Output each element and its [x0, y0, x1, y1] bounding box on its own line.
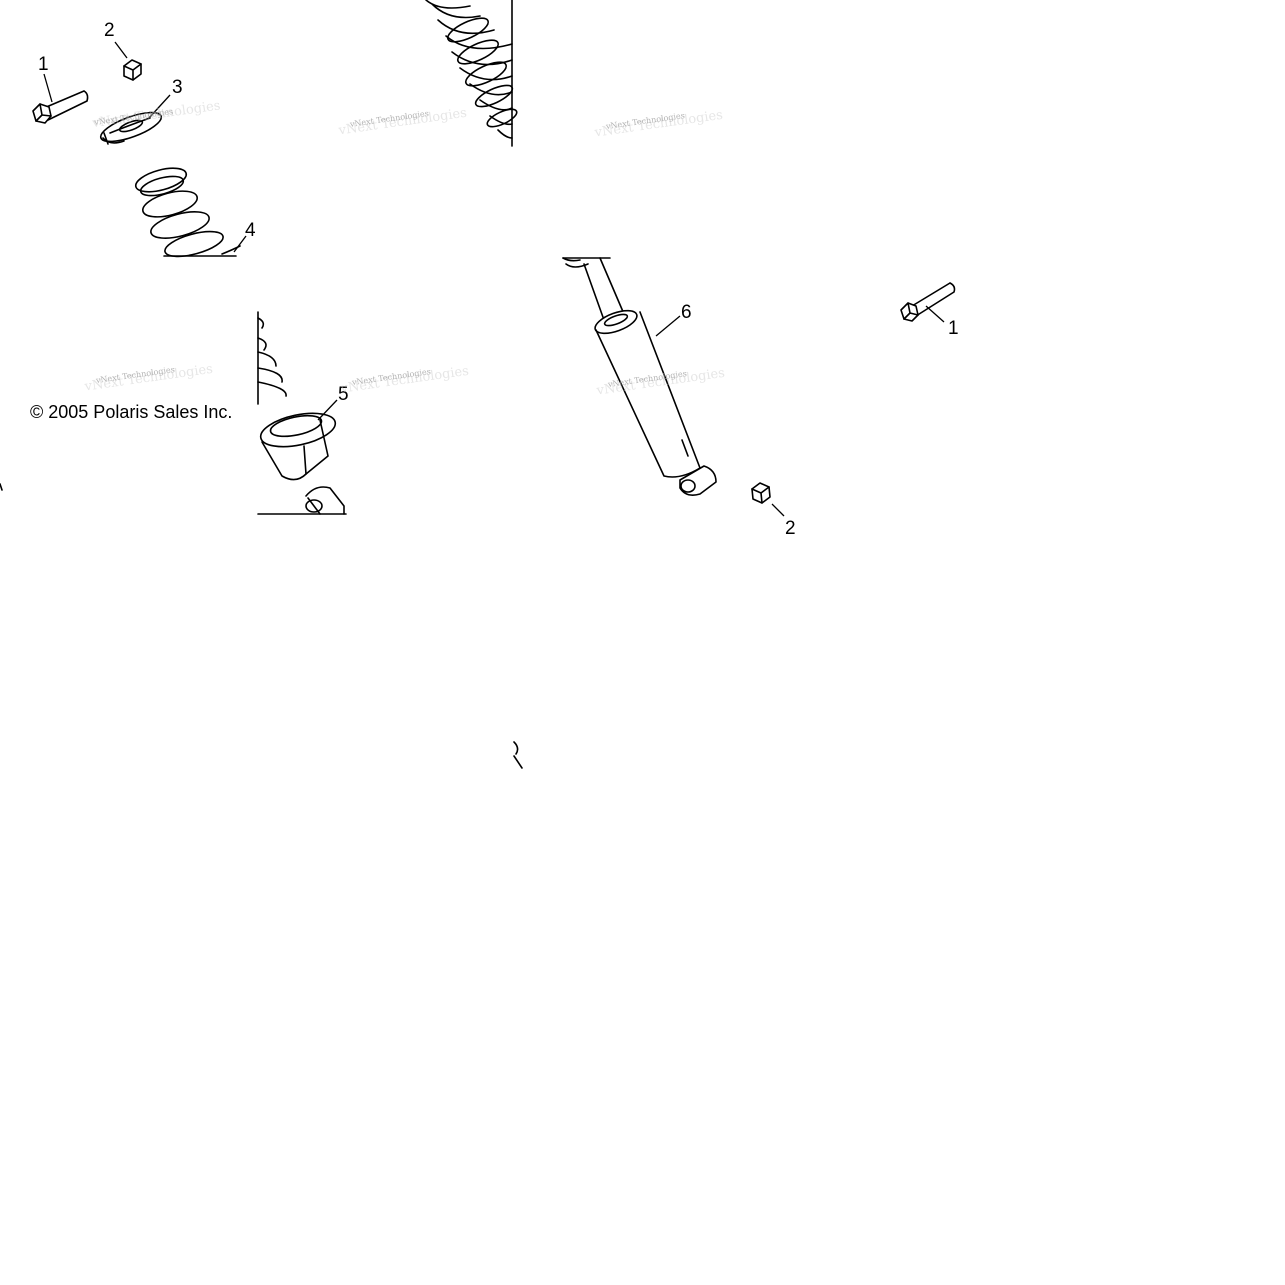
bushing-fragment[interactable]: [257, 486, 347, 515]
callout-1-bolt: 1: [38, 54, 49, 75]
bolt-part-1-right[interactable]: [900, 282, 956, 322]
callout-2-nut: 2: [104, 20, 115, 41]
nut-part-2-right[interactable]: [751, 482, 771, 504]
watermark-2: vNext Technologies vNext Technologies: [337, 106, 468, 139]
leader-line-6: [655, 315, 681, 337]
retainer-part-3[interactable]: [98, 107, 165, 148]
callout-6-shock: 6: [681, 302, 692, 323]
stray-fragment-mid: [513, 741, 523, 769]
nut-part-2[interactable]: [123, 59, 142, 81]
watermark-1: vNext Technologies vNext Technologies: [90, 98, 221, 131]
callout-3-retainer: 3: [172, 77, 183, 98]
leader-line-4: [233, 235, 247, 253]
leader-line-5: [317, 399, 338, 421]
watermark-5: vNext Technologies vNext Technologies: [339, 364, 470, 397]
leader-line-2b: [771, 503, 785, 517]
shock-absorber-part-6[interactable]: [562, 257, 717, 496]
leader-line-3: [148, 94, 171, 119]
spring-coil-fragment[interactable]: [257, 311, 287, 405]
stray-fragment-left: [0, 483, 3, 491]
watermark-4: vNext Technologies vNext Technologies: [83, 362, 214, 395]
callout-4-spring: 4: [245, 220, 256, 241]
spring-part-4[interactable]: [133, 164, 241, 262]
leader-line-1a: [43, 73, 53, 103]
callout-5-seat: 5: [338, 384, 349, 405]
spring-seat-part-5[interactable]: [258, 407, 339, 481]
bolt-part-1[interactable]: [32, 90, 89, 124]
callout-2-nut-right: 2: [785, 518, 796, 539]
spring-coil-detail-top[interactable]: [425, 0, 519, 147]
copyright-notice: © 2005 Polaris Sales Inc.: [30, 402, 232, 422]
leader-line-1b: [925, 305, 945, 323]
callout-1-bolt-right: 1: [948, 318, 959, 339]
leader-line-2a: [114, 41, 128, 59]
watermark-3: vNext Technologies vNext Technologies: [593, 108, 724, 141]
